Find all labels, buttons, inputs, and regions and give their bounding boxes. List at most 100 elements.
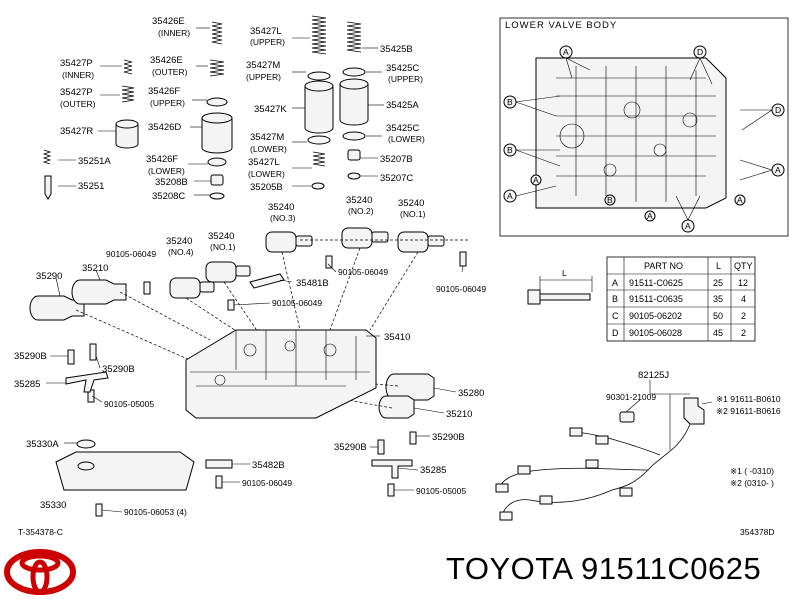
accumulator-parts-center <box>304 15 369 190</box>
label-35207c: 35207C <box>380 173 413 184</box>
label-35425c-upper: 35425C <box>386 63 419 74</box>
label-bolt-90105-06053: 90105-06053 (4) <box>124 507 187 517</box>
toyota-logo <box>4 549 76 595</box>
note-inner: (INNER) <box>158 28 190 38</box>
label-35427l-lower: 35427L <box>248 157 280 168</box>
table-row-d-part: 90105-06028 <box>629 328 682 338</box>
label-bolt-90105-06049-d: 90105-06049 <box>272 298 322 308</box>
table-row-b-key: B <box>612 294 618 304</box>
callout-b-3: B <box>607 195 613 205</box>
table-header-l: L <box>716 261 721 271</box>
label-35426e-inner: 35426E <box>152 16 185 27</box>
logo-vertical-ellipse <box>30 559 50 595</box>
dashed-leaders <box>75 239 470 409</box>
table-row-a-key: A <box>612 278 618 288</box>
label-35240-no2: 35240 <box>346 195 372 206</box>
label-35240-no3: 35240 <box>268 202 294 213</box>
label-35330: 35330 <box>40 500 66 511</box>
label-35240-no1-left: 35240 <box>208 231 234 242</box>
label-35427k: 35427K <box>254 104 287 115</box>
valve-body-callouts: A B B A D D A A B A A A <box>503 45 785 233</box>
table-row-a-part: 91511-C0625 <box>629 278 683 288</box>
label-35251a: 35251A <box>78 156 111 167</box>
label-35240-no4: 35240 <box>166 236 192 247</box>
label-35208b: 35208B <box>155 177 188 188</box>
label-35285-b: 35285 <box>420 465 446 476</box>
label-35426e-outer: 35426E <box>150 55 183 66</box>
table-row-b-qty: 4 <box>741 294 746 304</box>
label-bolt-90105-06049-b: 90105-06049 <box>338 267 388 277</box>
label-35208c: 35208C <box>152 191 185 202</box>
label-35426d: 35426D <box>148 122 181 133</box>
label-35426f-lower: 35426F <box>146 154 178 165</box>
label-35290b-a: 35290B <box>14 351 47 362</box>
table-row-c-key: C <box>612 311 619 321</box>
callout-a-4: A <box>685 221 691 231</box>
table-row-d-qty: 2 <box>741 328 746 338</box>
leader-lines-top <box>58 27 384 196</box>
table-row-a-qty: 12 <box>738 278 748 288</box>
label-bolt-90105-05005-b: 90105-05005 <box>416 486 466 496</box>
note-m-lower: (LOWER) <box>250 144 287 154</box>
label-35482b: 35482B <box>252 460 285 471</box>
note-c425-upper: (UPPER) <box>388 74 423 84</box>
callout-a-2: A <box>507 191 513 201</box>
label-35285-a: 35285 <box>14 379 40 390</box>
table-row-b-l: 35 <box>713 294 723 304</box>
table-row-c-qty: 2 <box>741 311 746 321</box>
label-35210-right: 35210 <box>446 409 472 420</box>
label-sensor-1: ※1 91611-B0610 <box>716 394 781 404</box>
label-82125j: 82125J <box>638 370 669 381</box>
wire-harness <box>495 380 713 521</box>
labels-middle: 35240 (NO.3) 35240 (NO.2) 35240 (NO.1) 3… <box>14 195 486 537</box>
solenoids <box>29 227 467 517</box>
label-35290b-c: 35290B <box>334 442 367 453</box>
label-35290b-b: 35290B <box>102 364 135 375</box>
label-90301-21009: 90301-21009 <box>606 392 656 402</box>
note-no1-left: (NO.1) <box>210 242 236 252</box>
callout-a-1: A <box>563 47 569 57</box>
label-35410: 35410 <box>384 332 410 343</box>
label-35425b: 35425B <box>380 44 413 55</box>
label-35425c-lower: 35425C <box>386 123 419 134</box>
valve-body-center <box>185 329 377 419</box>
labels-harness: 82125J 90301-21009 ※1 91611-B0610 ※2 916… <box>606 370 781 537</box>
note-upper: (UPPER) <box>150 98 185 108</box>
note-2: ※2 (0310- ) <box>730 478 774 488</box>
label-sensor-2: ※2 91611-B0616 <box>716 406 781 416</box>
accumulator-parts-left <box>42 21 233 200</box>
label-35280: 35280 <box>458 388 484 399</box>
callout-b-2: B <box>507 145 513 155</box>
label-35207b: 35207B <box>380 154 413 165</box>
callout-a-6: A <box>737 195 743 205</box>
callout-a-7: A <box>533 175 539 185</box>
label-35427m-lower: 35427M <box>250 132 284 143</box>
note-lower: (LOWER) <box>148 166 185 176</box>
labels-top-left: 35426E (INNER) 35426E (OUTER) 35426F (UP… <box>60 16 425 202</box>
table-row-c-l: 50 <box>713 311 723 321</box>
label-35205b: 35205B <box>250 182 283 193</box>
label-35330a: 35330A <box>26 439 59 450</box>
label-35210: 35210 <box>82 263 108 274</box>
label-bolt-90105-06049-a: 90105-06049 <box>106 249 156 259</box>
brand-part-number: TOYOTA 91511C0625 <box>446 551 762 586</box>
bolt-spec: L <box>527 268 593 305</box>
label-35290b-d: 35290B <box>432 432 465 443</box>
bolt-table: PART NO L QTY A 91511-C0625 25 12 B 9151… <box>606 256 756 342</box>
label-35427p-inner: 35427P <box>60 58 93 69</box>
note-p-outer: (OUTER) <box>60 99 96 109</box>
label-35426f-upper: 35426F <box>148 86 180 97</box>
note-outer: (OUTER) <box>152 67 188 77</box>
label-bolt-90105-05005-a: 90105-05005 <box>104 399 154 409</box>
figure-code-right: 354378D <box>740 527 775 537</box>
table-header-part-no: PART NO <box>644 261 683 271</box>
lower-valve-body-title: LOWER VALVE BODY <box>505 20 617 31</box>
leader-lines-middle <box>46 263 464 513</box>
note-l-upper: (UPPER) <box>250 37 285 47</box>
label-35427r: 35427R <box>60 126 93 137</box>
note-no2: (NO.2) <box>348 206 374 216</box>
callout-b-1: B <box>507 97 513 107</box>
figure-code-left: T-354378-C <box>18 527 63 537</box>
callout-a-3: A <box>775 165 781 175</box>
